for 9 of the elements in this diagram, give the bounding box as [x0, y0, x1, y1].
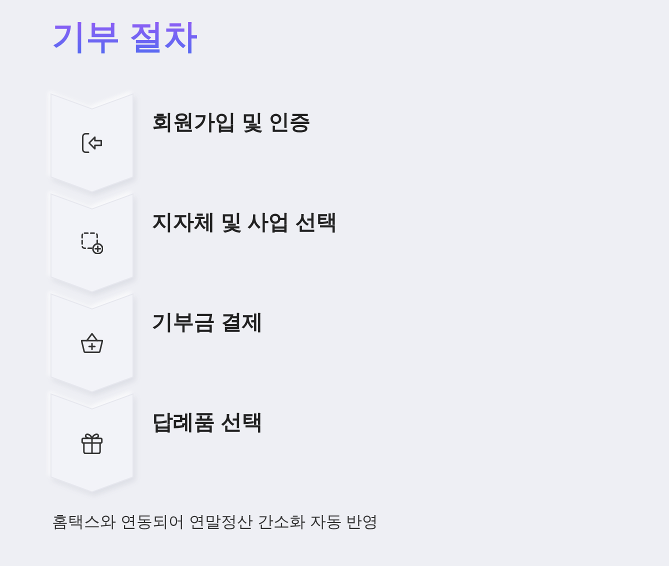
step-title: 지자체 및 사업 선택: [152, 210, 338, 236]
step-title: 답례품 선택: [152, 410, 263, 436]
step-title: 기부금 결제: [152, 310, 263, 336]
step-icon-tile: [50, 393, 134, 493]
step-title: 회원가입 및 인증: [152, 110, 311, 136]
step-icon-tile: [50, 193, 134, 293]
step-icon-tile: [50, 293, 134, 393]
caption-note: 홈택스와 연동되어 연말정산 간소화 자동 반영: [52, 513, 378, 533]
step-icon-tile: [50, 93, 134, 193]
